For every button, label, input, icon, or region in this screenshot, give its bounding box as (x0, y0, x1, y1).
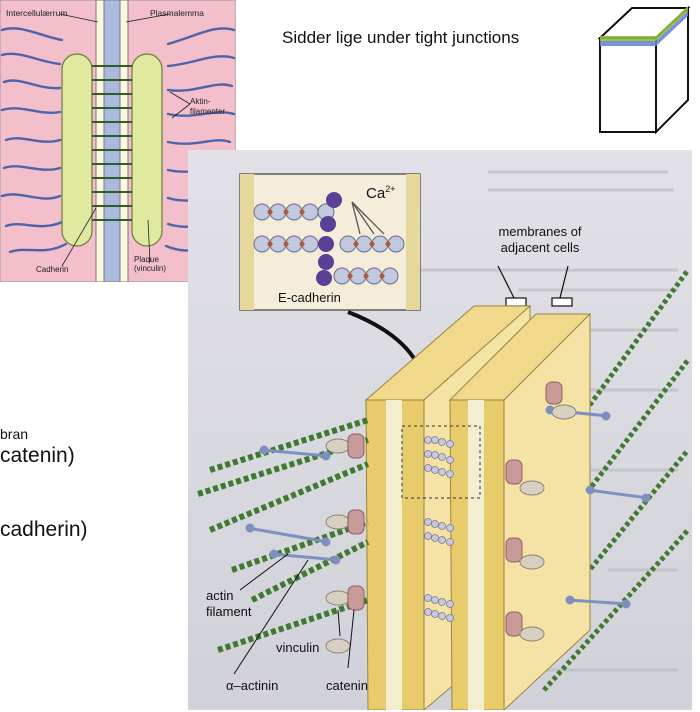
junction-highlight-box (401, 425, 481, 499)
catenin-label: catenin (326, 678, 368, 693)
text-fragment-cadherin: cadherin) (0, 518, 88, 541)
label-intercellular: Intercellulærrum (6, 8, 67, 18)
e-cadherin-inset: Ca2+ E-cadherin (239, 173, 421, 311)
vinculin-label: vinculin (276, 640, 319, 655)
slide-title: Sidder lige under tight junctions (282, 28, 520, 47)
inset-ca-label: Ca2+ (366, 184, 395, 202)
label-plasmalemma: Plasmalemma (150, 8, 204, 18)
cube-icon (597, 5, 691, 135)
inset-e-cadherin-label: E-cadherin (278, 290, 341, 305)
label-plaque: Plaque(vinculin) (134, 255, 166, 273)
label-cadherin: Cadherin (36, 265, 68, 274)
text-fragment-membrane: bran (0, 426, 29, 442)
text-fragment-catenin: catenin) (0, 444, 75, 467)
alpha-actinin-label: α–actinin (226, 678, 278, 693)
label-actin-filaments: Aktin-filamenter (190, 97, 225, 116)
